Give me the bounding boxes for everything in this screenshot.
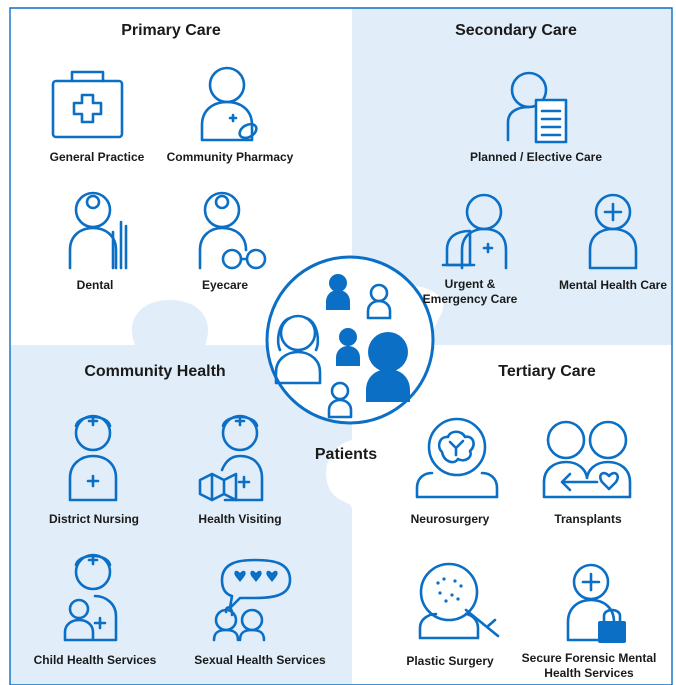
secondary-care-title: Secondary Care <box>455 22 577 39</box>
neurosurgery-label: Neurosurgery <box>410 512 490 526</box>
patient-large-filled-icon <box>366 332 410 402</box>
district-nurse-icon <box>68 414 118 502</box>
patient-small-filled-icon <box>326 274 350 310</box>
district-nursing-label: District Nursing <box>48 512 139 526</box>
mental-health-care-label: Mental Health Care <box>558 278 668 292</box>
community-health-title: Community Health <box>84 363 226 380</box>
patient-medium-filled-icon <box>336 328 360 366</box>
mental-health-icon <box>588 193 638 270</box>
neurosurgery-icon <box>415 417 499 499</box>
urgent-emergency-care-label: Urgent & Emergency Care <box>422 277 518 306</box>
patients-circle <box>265 255 435 425</box>
patient-small-outline-icon <box>366 283 392 320</box>
child-health-services-label: Child Health Services <box>33 653 157 667</box>
optician-icon <box>198 191 267 270</box>
health-visitor-icon <box>198 414 264 502</box>
eyecare-label: Eyecare <box>201 278 249 292</box>
pharmacist-icon <box>200 66 258 142</box>
plastic-surgery-icon <box>418 562 500 640</box>
community-pharmacy-label: Community Pharmacy <box>166 150 294 164</box>
elective-care-icon <box>506 71 568 144</box>
hearts-icon <box>234 570 278 582</box>
sexual-health-icon <box>212 558 292 642</box>
secondary-care-piece <box>352 8 672 345</box>
child-health-icon <box>63 553 118 642</box>
patient-bottom-outline-icon <box>327 381 353 419</box>
patients-title: Patients <box>314 446 378 463</box>
secure-forensic-mental-health-services-label: Secure Forensic Mental Health Services <box>521 651 657 680</box>
dentist-icon <box>68 191 128 270</box>
padlock-icon <box>598 621 626 643</box>
health-visiting-label: Health Visiting <box>198 512 282 526</box>
dental-label: Dental <box>76 278 114 292</box>
general-practice-label: General Practice <box>49 150 145 164</box>
forensic-mental-health-icon <box>566 563 622 642</box>
planned-elective-care-label: Planned / Elective Care <box>469 150 603 164</box>
tertiary-care-title: Tertiary Care <box>498 363 596 380</box>
plastic-surgery-label: Plastic Surgery <box>406 654 494 668</box>
sexual-health-services-label: Sexual Health Services <box>194 653 326 667</box>
primary-care-title: Primary Care <box>121 22 221 39</box>
emergency-care-icon <box>441 193 508 270</box>
transplants-icon <box>542 420 632 499</box>
first-aid-kit-icon <box>51 70 124 139</box>
patient-outline-figure-icon <box>274 314 322 385</box>
transplants-label: Transplants <box>554 512 622 526</box>
